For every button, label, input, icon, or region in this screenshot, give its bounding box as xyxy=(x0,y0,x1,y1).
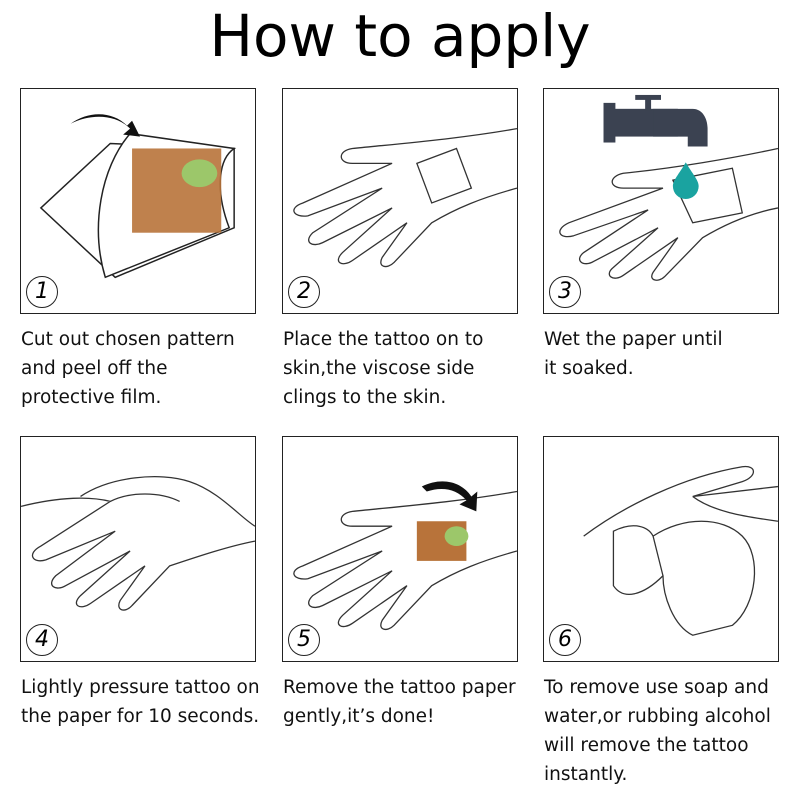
step-number: 5 xyxy=(288,624,320,656)
page-title: How to apply xyxy=(209,2,591,70)
step-3-illustration: 3 xyxy=(543,88,779,314)
step-6-caption: To remove use soap and water,or rubbing … xyxy=(544,677,771,785)
washing-hands-drawing xyxy=(583,465,778,636)
hand-tattoo-done-drawing xyxy=(293,481,517,631)
water-drop-icon xyxy=(672,162,699,200)
step-2-illustration: 2 xyxy=(282,88,518,314)
step-number: 4 xyxy=(26,624,58,656)
step-number: 6 xyxy=(549,624,581,656)
faucet-icon xyxy=(603,94,708,147)
step-1-illustration: 1 xyxy=(20,88,256,314)
wetting-hand-drawing xyxy=(559,94,778,281)
peel-film-drawing xyxy=(39,114,237,279)
step-6-illustration: 6 xyxy=(543,436,779,662)
step-4-caption: Lightly pressure tattoo on the paper for… xyxy=(21,677,260,727)
step-number: 1 xyxy=(26,276,58,308)
arrow-icon xyxy=(70,114,140,137)
step-2-caption: Place the tattoo on to skin,the viscose … xyxy=(283,329,484,408)
step-3-caption: Wet the paper until it soaked. xyxy=(544,329,723,379)
step-number: 3 xyxy=(549,276,581,308)
step-1-caption: Cut out chosen pattern and peel off the … xyxy=(21,329,235,408)
hand-with-tattoo-drawing xyxy=(293,128,517,268)
step-5-caption: Remove the tattoo paper gently,it’s done… xyxy=(283,677,516,727)
step-number: 2 xyxy=(288,276,320,308)
pressing-hands-drawing xyxy=(21,476,255,611)
arrow-icon xyxy=(421,481,478,512)
step-5-illustration: 5 xyxy=(282,436,518,662)
step-4-illustration: 4 xyxy=(20,436,256,662)
